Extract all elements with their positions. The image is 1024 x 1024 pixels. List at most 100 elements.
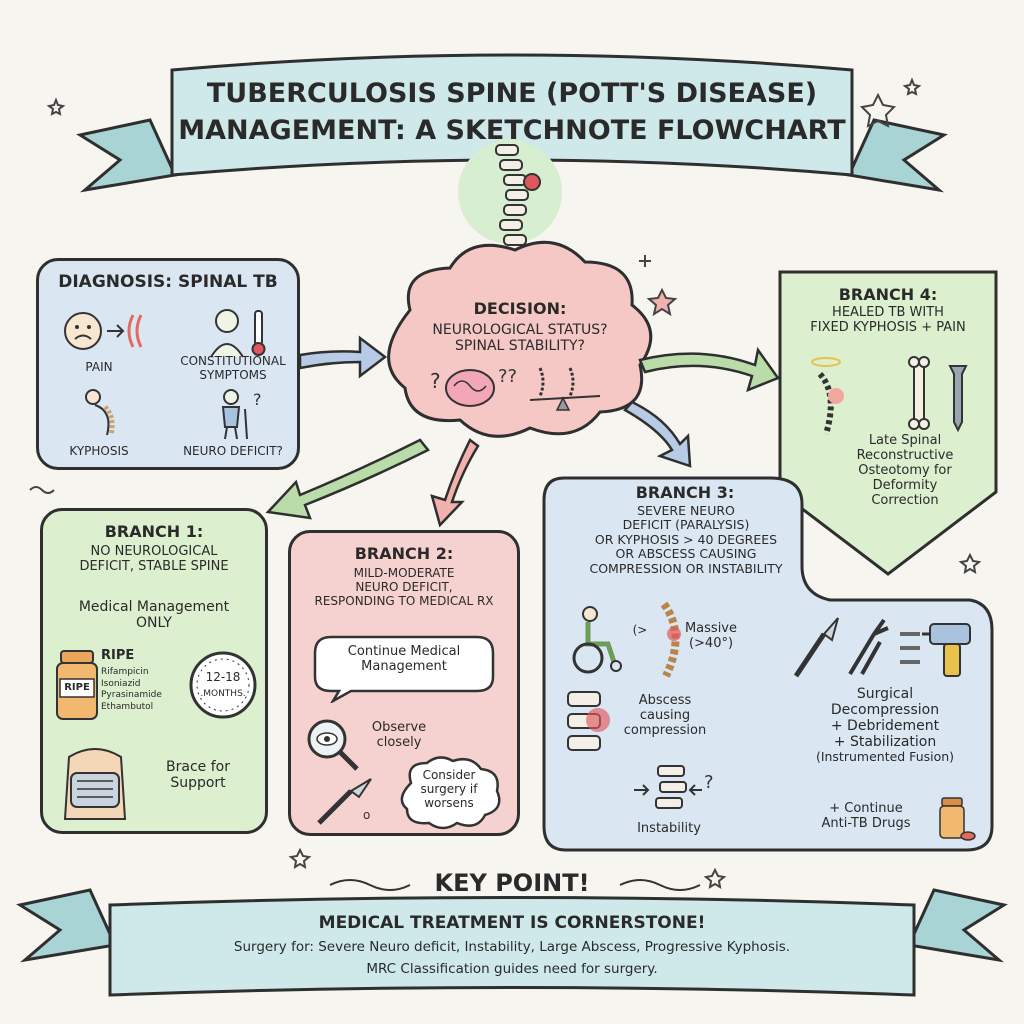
- svg-text:?: ?: [430, 369, 441, 393]
- keypoint-line-2: Surgery for: Severe Neuro deficit, Insta…: [233, 939, 791, 955]
- pill-bottle-icon: [56, 650, 98, 720]
- observe-line-1: Observe: [371, 720, 427, 735]
- clock-unit: .MONTHS.: [200, 689, 246, 699]
- scalpel-icon: o: [317, 778, 372, 825]
- branch1-mgmt-1: Medical Management: [78, 599, 230, 615]
- massive-line-2: (>40°): [688, 635, 734, 651]
- keypoint-heading: KEY POINT!: [434, 869, 590, 897]
- page-title: TUBERCULOSIS SPINE (POTT'S DISEASE) MANA…: [172, 78, 852, 146]
- svg-text:?: ?: [253, 390, 262, 409]
- branch4-shield: [778, 270, 998, 576]
- surgical-tools-icon: [793, 617, 971, 678]
- kyphotic-spine-icon: [660, 601, 681, 678]
- person-thermometer-icon: [210, 309, 266, 358]
- consider-line-2: surgery if: [420, 781, 478, 796]
- ripe-title: RIPE: [101, 648, 135, 663]
- drug-pyrazinamide: Pyrasinamide: [101, 690, 162, 701]
- surgery-line-4: + Stabilization: [833, 734, 937, 751]
- diag-item-kyphosis: KYPHOSIS: [69, 444, 129, 458]
- observe-line-2: closely: [376, 734, 422, 750]
- branch4-late-5: Correction: [871, 492, 939, 508]
- consider-text: Consider surgery if worsens: [399, 768, 499, 810]
- bubble-line-2: Management: [361, 658, 447, 674]
- star-icon: [46, 77, 922, 128]
- branch1-subtitle: NO NEUROLOGICAL DEFICIT, STABLE SPINE: [43, 544, 265, 575]
- abscess-vertebra-icon: [567, 691, 610, 751]
- branch2-sub-2: NEURO DEFICIT,: [355, 579, 453, 594]
- continue-drugs-text: + Continue Anti-TB Drugs: [796, 801, 936, 832]
- branch1-heading: BRANCH 1:: [104, 522, 204, 541]
- wheelchair-icon: [572, 606, 622, 674]
- thought-cloud: [400, 756, 501, 830]
- svg-text:o: o: [363, 808, 370, 822]
- diag-item-constitutional: CONSTITUTIONAL SYMPTOMS: [180, 354, 286, 382]
- branch1-sub-1: NO NEUROLOGICAL: [90, 544, 218, 559]
- branch3-sub-2: DEFICIT (PARALYSIS): [622, 517, 750, 533]
- branch2-heading: BRANCH 2:: [354, 544, 454, 563]
- branch1-box: BRANCH 1: NO NEUROLOGICAL DEFICIT, STABL…: [40, 508, 268, 834]
- speech-bubble: [313, 635, 495, 703]
- massive-line-1: Massive: [684, 621, 738, 636]
- drug-isoniazid: Isoniazid: [101, 678, 141, 689]
- clock-duration: 12-18: [205, 670, 241, 684]
- bubble-line-1: Continue Medical: [347, 644, 461, 659]
- title-ribbon: [76, 53, 948, 193]
- decision-text: DECISION: NEUROLOGICAL STATUS? SPINAL ST…: [400, 299, 640, 355]
- branch2-sub-1: MILD-MODERATE: [353, 566, 455, 580]
- abscess-line-1: Abscess: [638, 693, 692, 708]
- branch3-subtitle: SEVERE NEURO DEFICIT (PARALYSIS) OR KYPH…: [548, 503, 824, 576]
- keypoint-swirls: [329, 879, 701, 891]
- branch2-sub-3: RESPONDING TO MEDICAL RX: [314, 593, 494, 608]
- brace-line-1: Brace for: [166, 759, 230, 775]
- brace-text: Brace for Support: [143, 759, 253, 791]
- keypoint-line-1: MEDICAL TREATMENT IS CORNERSTONE!: [318, 913, 706, 933]
- brace-line-2: Support: [170, 775, 226, 792]
- title-line-1: TUBERCULOSIS SPINE (POTT'S DISEASE): [206, 78, 818, 109]
- decision-heading: DECISION:: [473, 299, 567, 318]
- branch3-sub-3: OR KYPHOSIS > 40 DEGREES: [594, 531, 778, 547]
- clock-icon: [189, 651, 257, 719]
- branch3-sub-1: SEVERE NEURO: [637, 503, 735, 518]
- surgery-line-2: Decompression: [830, 702, 940, 719]
- drug-ethambutol: Ethambutol: [101, 702, 154, 713]
- surgery-line-3: + Debridement: [830, 718, 940, 735]
- branch4-sub-2: FIXED KYPHOSIS + PAIN: [810, 319, 966, 335]
- unstable-spine-icon: ?: [634, 765, 714, 809]
- branch4-late-3: Osteotomy for: [858, 462, 952, 478]
- abscess-line-3: compression: [623, 722, 707, 738]
- instability-text: Instability: [637, 821, 701, 836]
- branch4-late-2: Reconstructive: [856, 447, 954, 463]
- surgery-text: Surgical Decompression + Debridement + S…: [790, 686, 980, 765]
- continue-line-2: Anti-TB Drugs: [821, 815, 911, 831]
- person-crutch-icon: ?: [221, 389, 262, 440]
- curved-spine-bone-screw-icon: [811, 356, 968, 435]
- medicine-bottle-icon: [939, 797, 976, 841]
- abscess-text: Abscess causing compression: [610, 693, 720, 739]
- massive-text: Massive (>40°): [676, 621, 746, 652]
- branch4-treatment: Late Spinal Reconstructive Osteotomy for…: [810, 433, 1000, 509]
- branch3-sub-5: COMPRESSION OR INSTABILITY: [589, 560, 783, 576]
- branch4-heading: BRANCH 4:: [838, 285, 938, 304]
- diagnosis-heading: DIAGNOSIS: SPINAL TB: [58, 272, 278, 292]
- brain-scale-icon: ? ??: [430, 366, 601, 411]
- pill-bottle-label: RIPE: [64, 682, 90, 693]
- continue-line-1: + Continue: [829, 801, 903, 816]
- branch1-management: Medical Management ONLY: [43, 599, 265, 631]
- branch4-late-1: Late Spinal: [868, 433, 942, 448]
- back-brace-icon: [63, 748, 127, 820]
- diag-item-pain: PAIN: [85, 360, 113, 374]
- angle-mark: (>: [632, 623, 648, 637]
- branch4-sub-1: HEALED TB WITH: [832, 305, 944, 320]
- decision-line-2: SPINAL STABILITY?: [455, 338, 585, 355]
- svg-text:?: ?: [704, 772, 714, 793]
- branch3-box: [542, 476, 994, 852]
- keypoint-ribbon: [16, 888, 1008, 997]
- surgery-line-5: (Instrumented Fusion): [815, 749, 955, 765]
- branch2-box: BRANCH 2: MILD-MODERATE NEURO DEFICIT, R…: [288, 530, 520, 836]
- consider-line-1: Consider: [422, 768, 476, 782]
- diagnosis-box: DIAGNOSIS: SPINAL TB PAIN CONSTITUTIONAL…: [36, 258, 300, 470]
- surgery-line-1: Surgical: [856, 686, 914, 702]
- title-line-2: MANAGEMENT: A SKETCHNOTE FLOWCHART: [178, 115, 846, 147]
- sad-face-icon: [64, 312, 143, 350]
- branch4-late-4: Deformity: [872, 477, 938, 493]
